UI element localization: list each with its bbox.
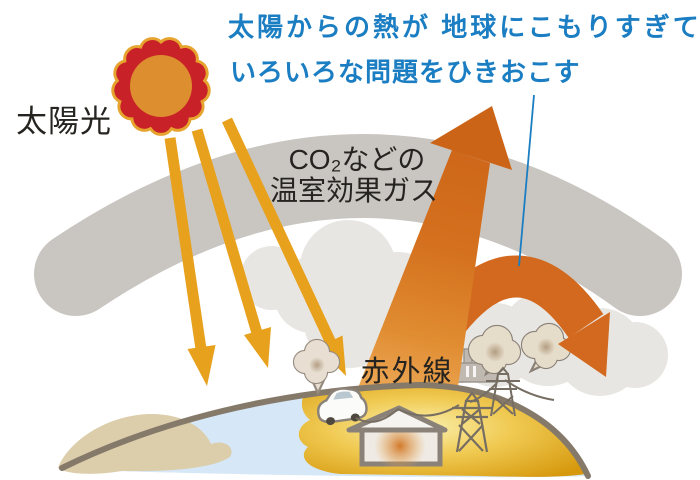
house-icon (346, 405, 448, 472)
annotation-line2: いろいろな問題をひきおこす (230, 57, 580, 87)
transmission-tower-large (452, 391, 492, 453)
car-smoke-puff (292, 338, 341, 396)
sunlight-label: 太陽光 (16, 104, 112, 139)
annotation-line1: 太陽からの熱が 地球にこもりすぎて (228, 12, 700, 42)
atmosphere-band (34, 134, 682, 316)
ghg-label-line2: 温室効果ガス (270, 175, 438, 206)
earth-outline (59, 381, 591, 479)
ghg-label-line1: CO₂などの (289, 144, 426, 175)
house-heat-glow (374, 420, 426, 472)
infrared-label: 赤外線 (360, 355, 453, 388)
smoke-puff-left (467, 324, 522, 377)
sun-icon (111, 37, 211, 136)
landmass-beige (58, 413, 232, 474)
infrared-arrow (350, 106, 610, 408)
transmission-tower-small (486, 366, 520, 417)
annotation-pointer-line (518, 94, 535, 267)
